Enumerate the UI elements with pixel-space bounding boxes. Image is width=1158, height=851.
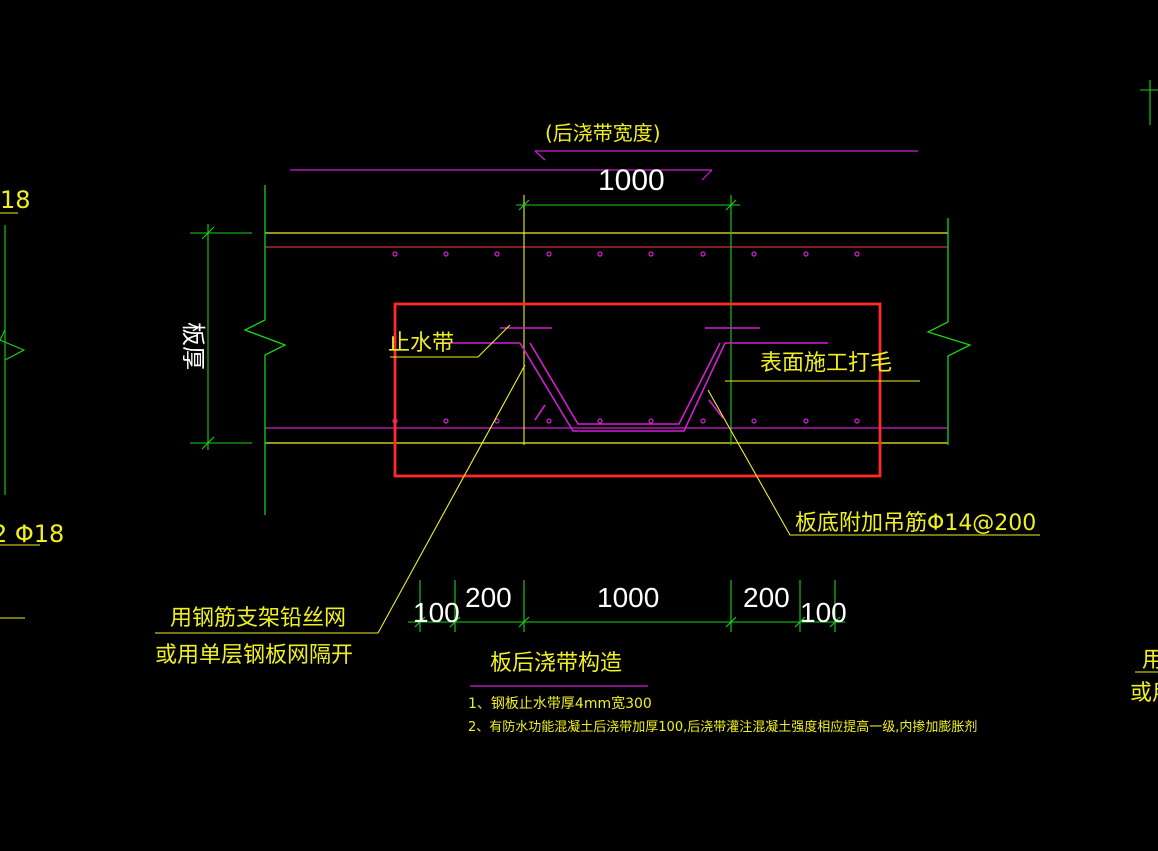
dim-100-left: 100 [413, 597, 460, 628]
note-1: 1、钢板止水带厚4mm宽300 [468, 695, 652, 712]
right-edge-label-2: 或用 [1130, 681, 1158, 706]
mesh-note-line2: 或用单层钢板网隔开 [155, 643, 353, 668]
post-pour-band-boundaries [523, 195, 732, 445]
top-width-dimension [516, 199, 740, 211]
dim-100-right: 100 [800, 597, 847, 628]
right-edge-label-1: 用 [1142, 648, 1158, 673]
leader-lines [155, 324, 1040, 634]
waterstop-label: 止水带 [388, 331, 454, 356]
bottom-rebar-dots [392, 418, 860, 424]
dim-200-left: 200 [465, 582, 512, 613]
post-pour-width-label: (后浇带宽度) [545, 121, 661, 145]
left-edge-fragment [0, 212, 40, 619]
top-dimension-label: 1000 [598, 164, 665, 197]
slab-outline [243, 185, 972, 515]
right-edge-fragment [1135, 80, 1158, 673]
note-2: 2、有防水功能混凝土后浇带加厚100,后浇带灌注混凝土强度相应提高一级,内掺加膨… [468, 719, 977, 735]
surface-roughen-label: 表面施工打毛 [760, 351, 892, 376]
mesh-note-line1: 用钢筋支架铅丝网 [170, 606, 346, 631]
slab-thickness-label: 板厚 [179, 322, 206, 370]
section-title: 板后浇带构造 [490, 651, 622, 676]
left-edge-label-top: 18 [0, 186, 31, 214]
dim-1000-bottom: 1000 [597, 582, 659, 613]
bottom-rebar-label: 板底附加吊筋Φ14@200 [795, 511, 1036, 536]
waterstop-profile [440, 327, 828, 432]
bottom-dimension-chain [408, 580, 845, 632]
highlight-box [393, 302, 882, 478]
dim-200-right: 200 [743, 582, 790, 613]
top-rebar-dots [392, 251, 860, 257]
slab-thickness-dimension [190, 224, 252, 450]
post-pour-width-reference [290, 150, 918, 181]
left-edge-label-mid: 2 Φ18 [0, 520, 64, 548]
